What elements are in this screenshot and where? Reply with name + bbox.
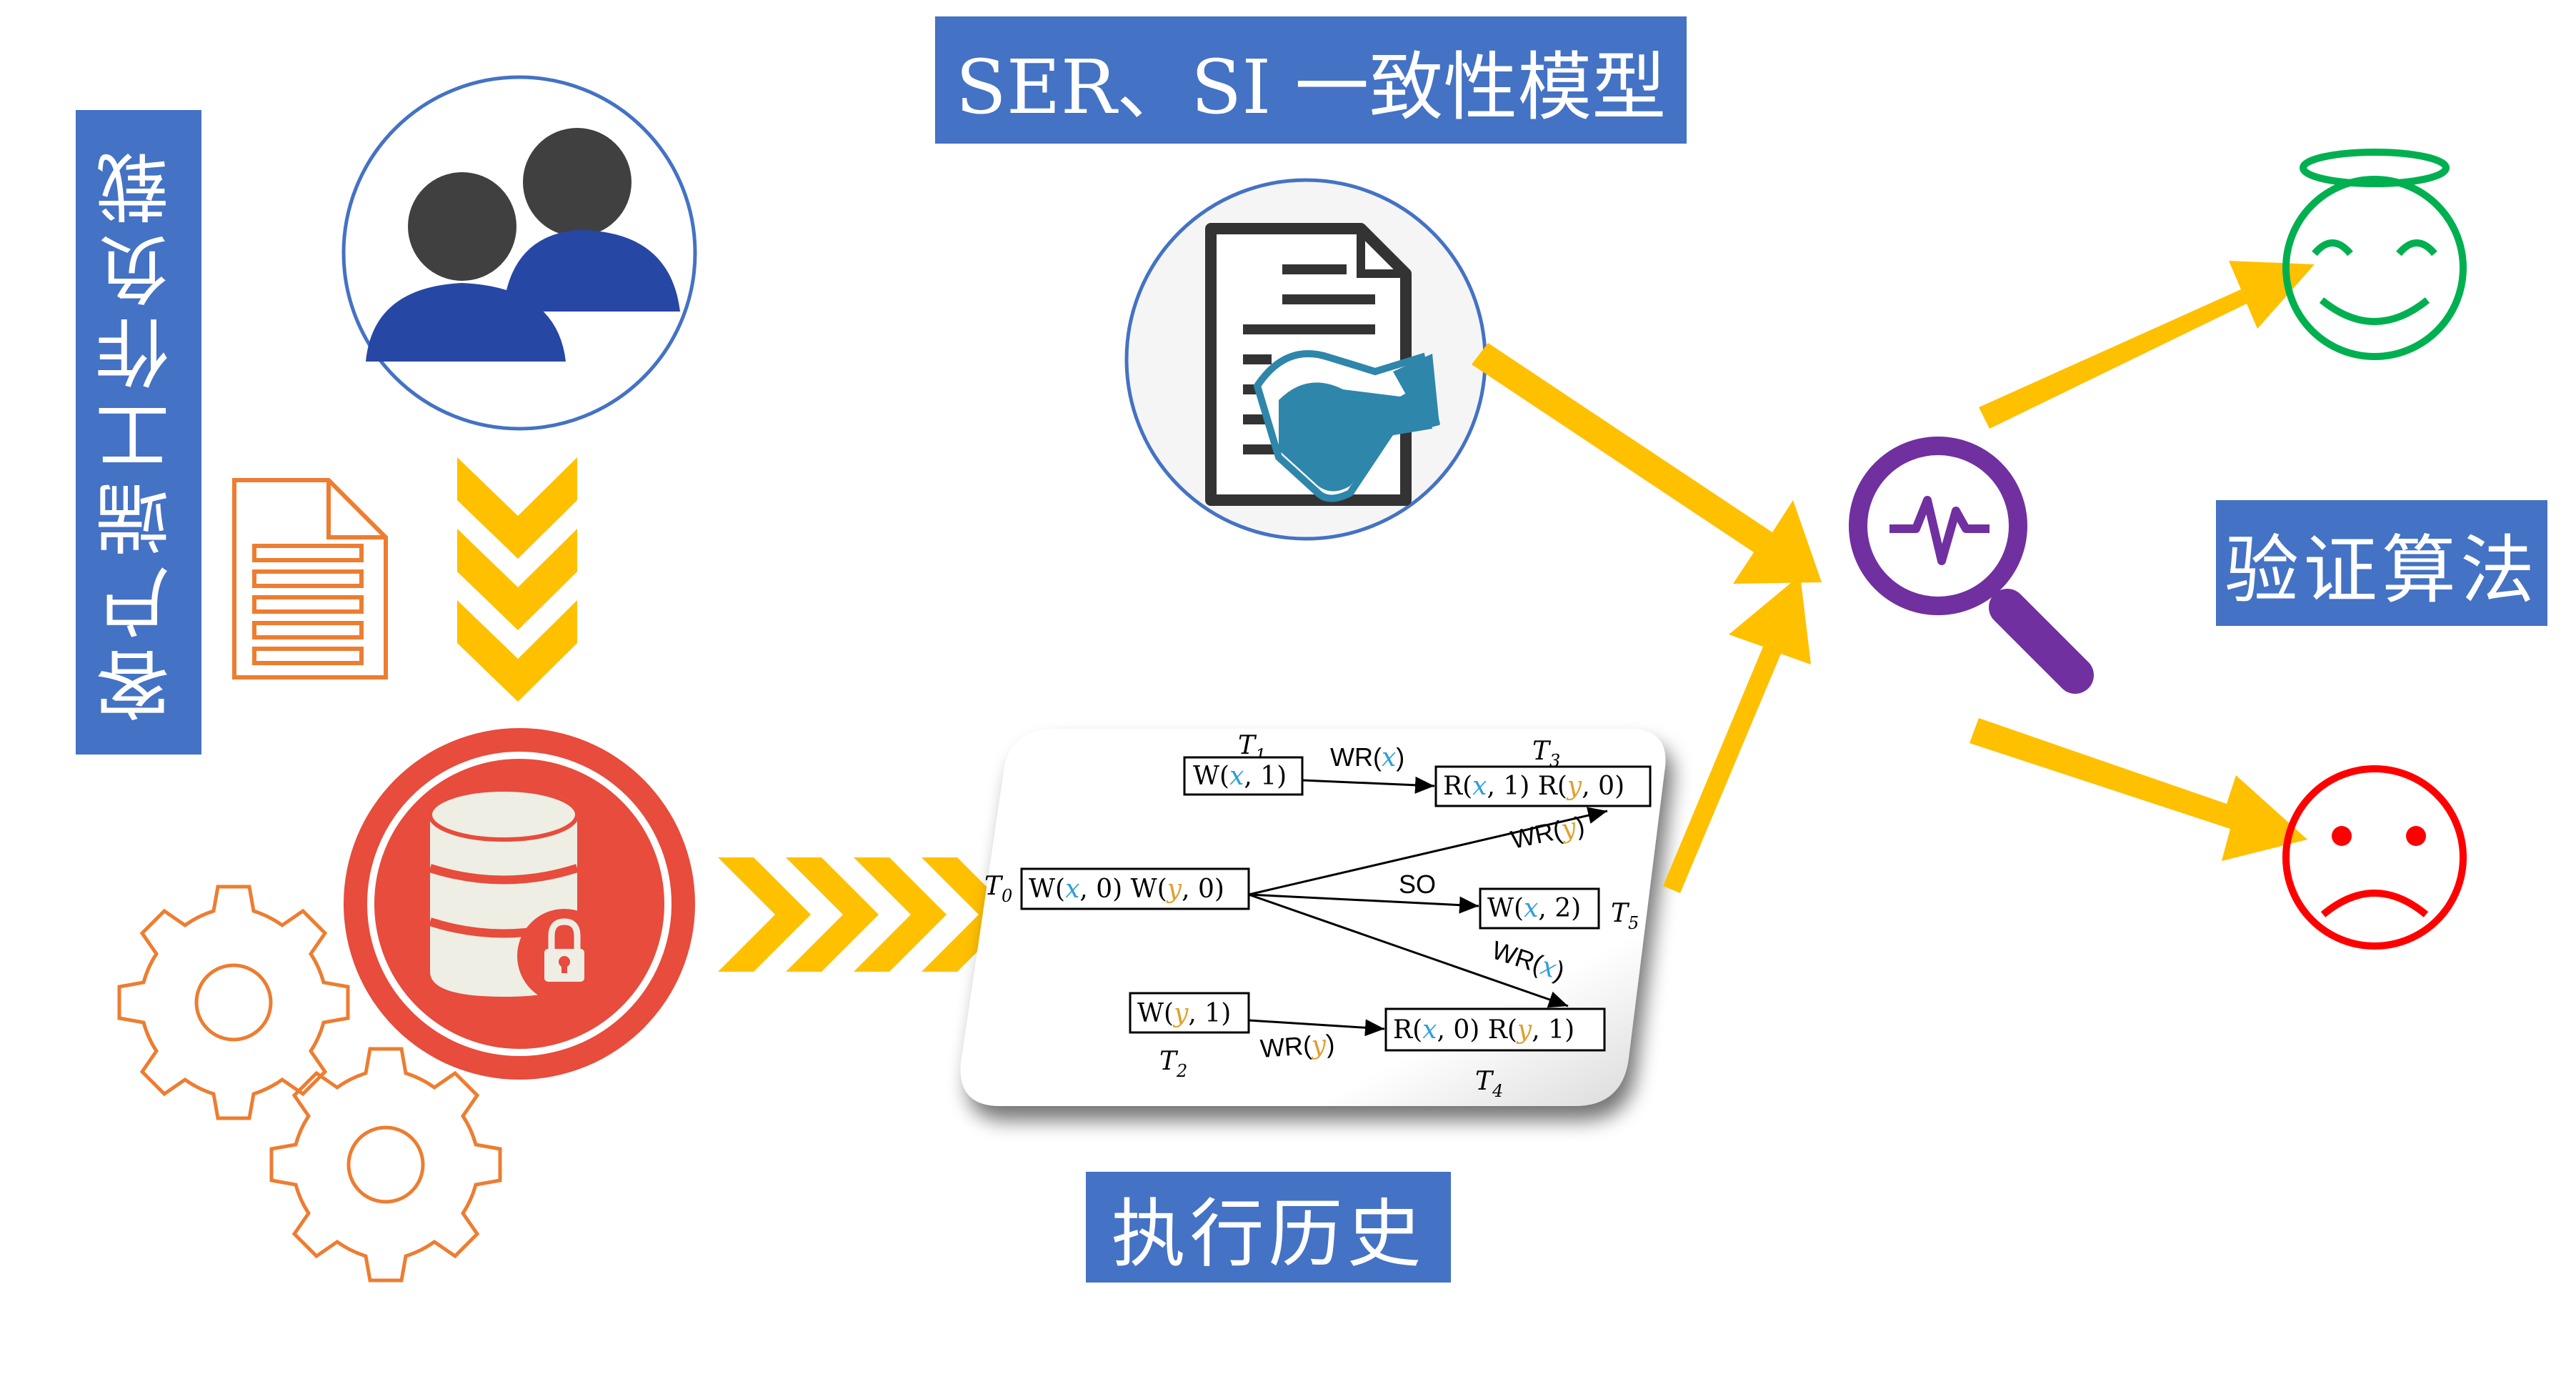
edge-t1-t3 <box>1302 776 1435 794</box>
users-icon <box>341 75 697 431</box>
verification-algorithm-label: 验证算法 <box>2216 500 2547 626</box>
arrow-contract-to-search <box>1472 343 1822 584</box>
right-chevron-arrows <box>718 857 1014 972</box>
edge-label-t1-t3: WR(x) <box>1330 742 1404 772</box>
client-workload-label: 客户端工作负载 <box>76 110 201 755</box>
svg-text:W(x, 1): W(x, 1) <box>1193 762 1287 791</box>
edge-t2-t4 <box>1248 1019 1385 1037</box>
txn-label-t0: T0 <box>984 872 1012 906</box>
edge-label-t0-t5: SO <box>1399 870 1436 899</box>
op-box-t0: W(x, 0) W(y, 0) <box>1020 867 1250 910</box>
sad-face-icon <box>2282 765 2467 950</box>
edge-t0-t3 <box>1248 807 1608 896</box>
execution-history-card: T1 T3 T0 T5 T2 T4 W(x, 1) R(x, 1) R(y, 0… <box>960 729 1666 1106</box>
execution-history-label: 执行历史 <box>1086 1172 1451 1283</box>
txn-label-t4: T4 <box>1475 1067 1503 1101</box>
edge-t0-t5 <box>1248 893 1479 914</box>
svg-text:W(x, 2): W(x, 2) <box>1487 894 1581 923</box>
edge-label-t2-t4: WR(y) <box>1259 1029 1336 1064</box>
svg-text:W(x, 0) W(y, 0): W(x, 0) W(y, 0) <box>1029 875 1224 904</box>
database-lock-icon <box>344 728 695 1080</box>
txn-label-t2: T2 <box>1159 1047 1187 1081</box>
op-box-t5: W(x, 2) <box>1479 887 1600 930</box>
down-chevron-arrows <box>457 457 577 702</box>
contract-handshake-icon <box>1124 178 1487 541</box>
op-box-t3: R(x, 1) R(y, 0) <box>1434 765 1652 807</box>
happy-angel-face-icon <box>2282 149 2467 360</box>
magnifier-pulse-icon <box>1849 437 2094 694</box>
svg-text:R(x, 0) R(y, 1): R(x, 0) R(y, 1) <box>1393 1015 1574 1045</box>
txn-label-t5: T5 <box>1611 899 1639 933</box>
client-workload-text: 客户端工作负载 <box>95 142 183 722</box>
arrow-to-sad <box>1970 718 2307 861</box>
flow-arrows <box>1472 261 2315 893</box>
svg-text:W(y, 1): W(y, 1) <box>1137 999 1231 1028</box>
op-box-t1: W(x, 1) <box>1183 756 1304 796</box>
edge-t0-t4 <box>1248 893 1569 1008</box>
arrow-to-happy <box>1979 261 2315 429</box>
svg-text:R(x, 1) R(y, 0): R(x, 1) R(y, 0) <box>1443 772 1624 801</box>
op-box-t2: W(y, 1) <box>1129 992 1250 1034</box>
arrow-history-to-search <box>1663 575 1811 893</box>
consistency-models-label: SER、SI 一致性模型 <box>935 16 1687 144</box>
op-box-t4: R(x, 0) R(y, 1) <box>1384 1007 1606 1052</box>
gears-icon <box>117 885 502 1283</box>
document-icon <box>232 478 388 679</box>
